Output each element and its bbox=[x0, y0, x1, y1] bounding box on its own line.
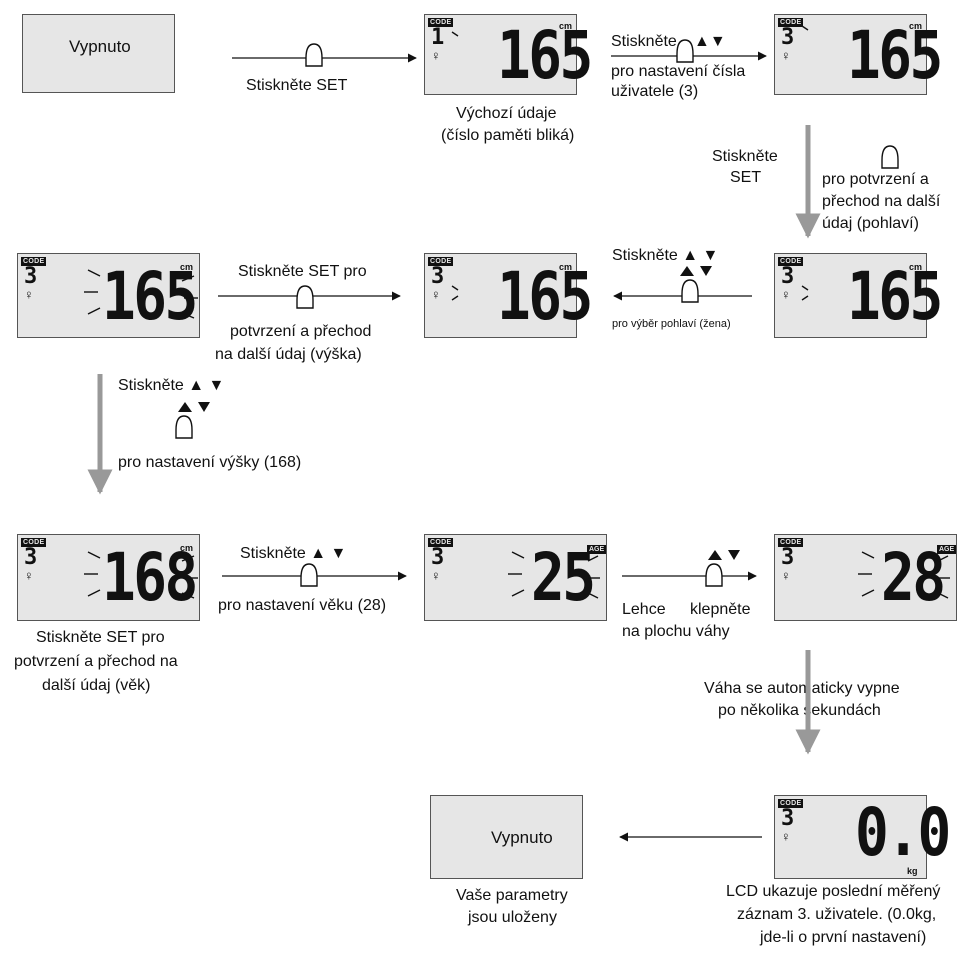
person-icon: ♀ bbox=[24, 568, 34, 583]
saved-1: Vaše parametry bbox=[456, 887, 568, 904]
tap-label-a: Lehce bbox=[622, 601, 666, 618]
lcd-last-3: jde-li o první nastavení) bbox=[760, 929, 927, 946]
code-badge: CODE bbox=[778, 257, 804, 266]
set-user-number-label-2: uživatele (3) bbox=[611, 83, 699, 100]
unit-cm: cm bbox=[909, 262, 923, 272]
press-set-label: Stiskněte SET bbox=[246, 77, 348, 94]
finger-icon bbox=[175, 39, 899, 587]
saved-2: jsou uloženy bbox=[468, 909, 557, 926]
blink-rays bbox=[84, 25, 950, 599]
user-number: 3 bbox=[781, 806, 795, 831]
height-value: 165 bbox=[102, 258, 198, 335]
off-state-box-bottom: Vypnuto bbox=[430, 795, 583, 879]
default-data-label: Výchozí údaje bbox=[456, 105, 557, 122]
tap-label-b: klepněte bbox=[690, 601, 751, 618]
code-badge: CODE bbox=[428, 18, 454, 27]
user-number: 3 bbox=[24, 545, 38, 570]
person-icon: ♀ bbox=[781, 287, 791, 302]
lcd-height-blinking: CODE 3 ♀ 165 cm bbox=[17, 253, 200, 338]
unit-cm: cm bbox=[559, 262, 573, 272]
arrows-label: ▲▼ bbox=[694, 33, 726, 50]
code-badge: CODE bbox=[778, 538, 804, 547]
up-down-arrows-icon bbox=[178, 266, 740, 560]
code-badge: CODE bbox=[428, 538, 454, 547]
age-badge: AGE bbox=[587, 545, 607, 554]
code-badge: CODE bbox=[21, 257, 47, 266]
off-state-box-top: Vypnuto bbox=[22, 14, 175, 93]
person-icon: ♀ bbox=[431, 48, 441, 63]
weight-value: 0.0 bbox=[855, 794, 951, 871]
confirm-height-1: potvrzení a přechod bbox=[230, 323, 372, 340]
user-number: 3 bbox=[781, 25, 795, 50]
user-number: 1 bbox=[431, 25, 445, 50]
lcd-last-1: LCD ukazuje poslední měřený bbox=[726, 883, 941, 900]
auto-off-1: Váha se automaticky vypne bbox=[704, 680, 900, 697]
gender-choice-label: pro výběr pohlaví (žena) bbox=[612, 318, 731, 330]
set-user-number-label-1: pro nastavení čísla bbox=[611, 63, 746, 80]
confirm-age-2: potvrzení a přechod na bbox=[14, 653, 178, 670]
press-set-right-b: SET bbox=[730, 169, 762, 186]
user-number: 3 bbox=[431, 264, 445, 289]
person-icon: ♀ bbox=[431, 287, 441, 302]
off-label: Vypnuto bbox=[491, 828, 553, 847]
user-number: 3 bbox=[781, 545, 795, 570]
person-icon: ♀ bbox=[781, 829, 791, 844]
age-value: 25 bbox=[531, 539, 596, 616]
code-badge: CODE bbox=[428, 257, 454, 266]
lcd-age-25: CODE 3 ♀ 25 AGE bbox=[424, 534, 607, 621]
height-value: 165 bbox=[497, 17, 593, 94]
height-value: 165 bbox=[847, 17, 943, 94]
unit-kg: kg bbox=[907, 866, 918, 876]
press-set-right-a: Stiskněte bbox=[712, 148, 778, 165]
press-arrows-age: Stiskněte ▲ ▼ bbox=[240, 545, 347, 562]
age-value: 28 bbox=[881, 539, 946, 616]
lcd-weight-last: CODE 3 ♀ 0.0 kg bbox=[774, 795, 951, 879]
unit-cm: cm bbox=[180, 543, 194, 553]
unit-cm: cm bbox=[909, 21, 923, 31]
lcd-last-2: záznam 3. uživatele. (0.0kg, bbox=[737, 906, 937, 923]
lcd-gender-blinking: CODE 3 ♀ 165 cm bbox=[774, 253, 943, 338]
unit-cm: cm bbox=[559, 21, 573, 31]
set-age-label: pro nastavení věku (28) bbox=[218, 597, 387, 614]
lcd-age-28: CODE 3 ♀ 28 AGE bbox=[774, 534, 957, 621]
confirm-age-1: Stiskněte SET pro bbox=[36, 629, 165, 646]
confirm-height-2: na další údaj (výška) bbox=[215, 346, 362, 363]
lcd-height-168: CODE 3 ♀ 168 cm bbox=[17, 534, 200, 621]
user-number: 3 bbox=[781, 264, 795, 289]
lcd-user-3: CODE 3 ♀ 165 cm bbox=[774, 14, 943, 95]
press-label: Stiskněte bbox=[611, 33, 677, 50]
height-value: 165 bbox=[847, 258, 943, 335]
confirm-gender-3: údaj (pohlaví) bbox=[822, 215, 919, 232]
person-icon: ♀ bbox=[24, 287, 34, 302]
memory-blinks-label: (číslo paměti bliká) bbox=[441, 127, 575, 144]
person-icon: ♀ bbox=[781, 568, 791, 583]
lcd-gender-female: CODE 3 ♀ 165 cm bbox=[424, 253, 593, 338]
confirm-gender-1: pro potvrzení a bbox=[822, 171, 929, 188]
height-value: 168 bbox=[102, 539, 198, 616]
code-badge: CODE bbox=[778, 18, 804, 27]
person-icon: ♀ bbox=[781, 48, 791, 63]
confirm-age-3: další údaj (věk) bbox=[42, 677, 151, 694]
age-badge: AGE bbox=[937, 545, 957, 554]
height-value: 165 bbox=[497, 258, 593, 335]
off-label: Vypnuto bbox=[69, 37, 131, 56]
confirm-gender-2: přechod na další bbox=[822, 193, 941, 210]
user-number: 3 bbox=[431, 545, 445, 570]
press-set-for-label: Stiskněte SET pro bbox=[238, 263, 367, 280]
press-arrows-height: Stiskněte ▲ ▼ bbox=[118, 377, 225, 394]
press-arrows-gender: Stiskněte ▲ ▼ bbox=[612, 247, 719, 264]
code-badge: CODE bbox=[778, 799, 804, 808]
auto-off-2: po několika sekundách bbox=[718, 702, 881, 719]
user-number: 3 bbox=[24, 264, 38, 289]
code-badge: CODE bbox=[21, 538, 47, 547]
unit-cm: cm bbox=[180, 262, 194, 272]
set-height-label: pro nastavení výšky (168) bbox=[118, 454, 302, 471]
tap-label-2: na plochu váhy bbox=[622, 623, 730, 640]
person-icon: ♀ bbox=[431, 568, 441, 583]
lcd-default: CODE 1 ♀ 165 cm bbox=[424, 14, 593, 95]
